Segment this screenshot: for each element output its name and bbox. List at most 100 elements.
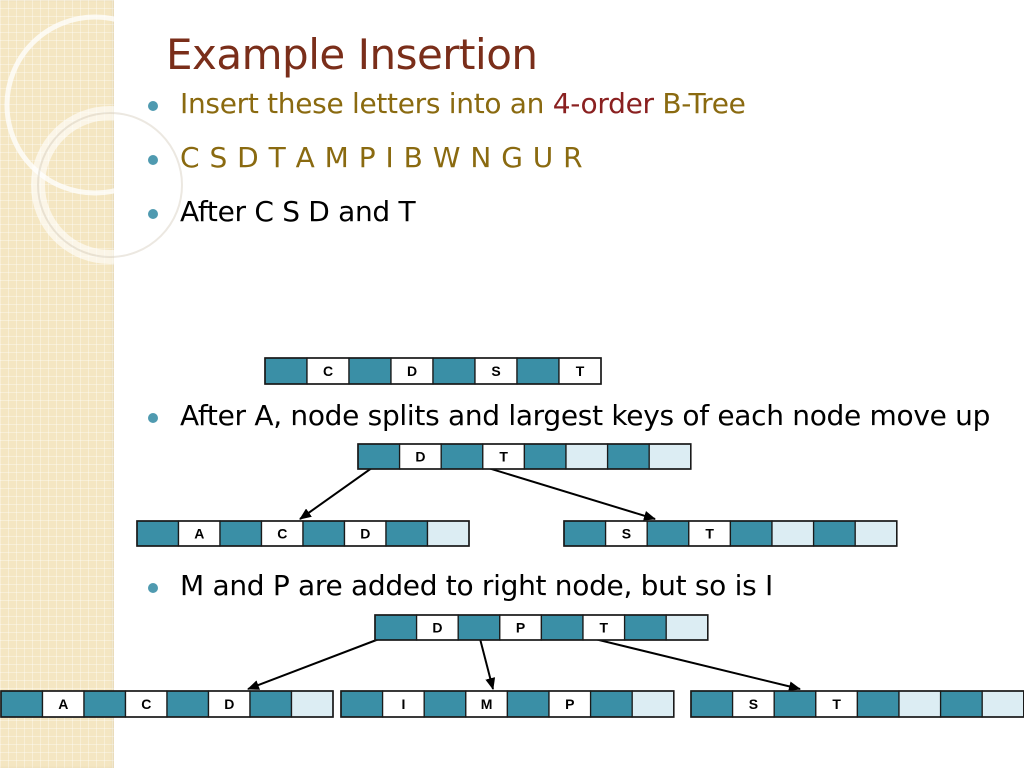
key-label: P (565, 696, 574, 712)
pointer-cell (432, 357, 476, 385)
key-label: T (600, 620, 609, 636)
pointer-cell (374, 614, 418, 641)
pointer-cell (516, 357, 560, 385)
edge-root-to-left (299, 459, 384, 520)
key-cell (565, 443, 609, 470)
key-label: T (499, 449, 508, 465)
key-label: I (401, 696, 405, 712)
pointer-cell (856, 690, 900, 718)
pointer-cell (348, 357, 392, 385)
key-label: A (194, 526, 204, 542)
edge-root-to-right (461, 459, 656, 521)
bullet-text: M and P are added to right node, but so … (180, 569, 773, 602)
node-border (357, 443, 692, 470)
pointer-cell (773, 690, 817, 718)
key-cell (381, 690, 425, 718)
bullet-dot (148, 101, 158, 111)
bullet-dot (148, 155, 158, 165)
bullet-dot (148, 413, 158, 423)
node-border (136, 520, 470, 547)
pointer-cell (249, 690, 293, 718)
key-label: D (360, 526, 370, 542)
key-cell (482, 443, 526, 470)
key-label: T (832, 696, 841, 712)
key-label: C (323, 363, 333, 379)
key-label: T (705, 526, 714, 542)
pointer-cell (506, 690, 550, 718)
ring-large (4, 14, 186, 196)
pointer-cell (623, 614, 667, 641)
pointer-cell (939, 690, 983, 718)
key-cell (582, 614, 626, 641)
pointer-cell (385, 520, 429, 547)
ring-small-edge (37, 112, 183, 258)
key-label: D (224, 696, 234, 712)
key-label: D (407, 363, 417, 379)
pointer-cell (690, 690, 734, 718)
key-cell (771, 520, 815, 547)
pointer-cell (302, 520, 346, 547)
pointer-cell (0, 690, 44, 718)
key-cell (207, 690, 251, 718)
bullet-text: C S D T A M P I B W N G U R (180, 141, 584, 174)
key-label: D (432, 620, 442, 636)
pointer-cell (589, 690, 633, 718)
bullet-text-order: 4-order (552, 87, 654, 120)
key-cell (343, 520, 387, 547)
pointer-cell (523, 443, 567, 470)
key-cell (981, 690, 1024, 718)
key-cell (631, 690, 675, 718)
tree-edges (247, 459, 801, 692)
key-label: C (277, 526, 287, 542)
pointer-cell (606, 443, 650, 470)
key-label: S (491, 363, 500, 379)
node-border (264, 357, 602, 385)
key-label: S (622, 526, 631, 542)
key-cell (665, 614, 709, 641)
pointer-cell (440, 443, 484, 470)
ring-small (31, 106, 189, 264)
pointer-cell (136, 520, 180, 547)
node-border (340, 690, 675, 718)
key-label: T (576, 363, 585, 379)
pointer-cell (646, 520, 690, 547)
pointer-cell (729, 520, 773, 547)
pointer-cell (812, 520, 856, 547)
key-cell (648, 443, 692, 470)
decorative-rings (4, 14, 189, 264)
key-cell (854, 520, 898, 547)
key-cell (898, 690, 942, 718)
key-label: C (141, 696, 151, 712)
key-label: M (481, 696, 493, 712)
key-cell (426, 520, 470, 547)
pointer-cell (357, 443, 401, 470)
pointer-cell (264, 357, 308, 385)
node-border (563, 520, 898, 547)
pointer-cell (219, 520, 263, 547)
bullet-text-part1: Insert these letters into an (180, 87, 553, 120)
key-cell (290, 690, 334, 718)
key-label: D (415, 449, 425, 465)
key-label: A (58, 696, 68, 712)
pointer-cell (563, 520, 607, 547)
pointer-cell (540, 614, 584, 641)
slide-title: Example Insertion (166, 30, 538, 79)
pointer-cell (340, 690, 384, 718)
key-label: P (516, 620, 525, 636)
bullet-dot (148, 583, 158, 593)
pointer-cell (423, 690, 467, 718)
key-cell (177, 520, 221, 547)
pointer-cell (166, 690, 210, 718)
key-label: S (749, 696, 758, 712)
bullet-dot (148, 209, 158, 219)
pointer-cell (83, 690, 127, 718)
